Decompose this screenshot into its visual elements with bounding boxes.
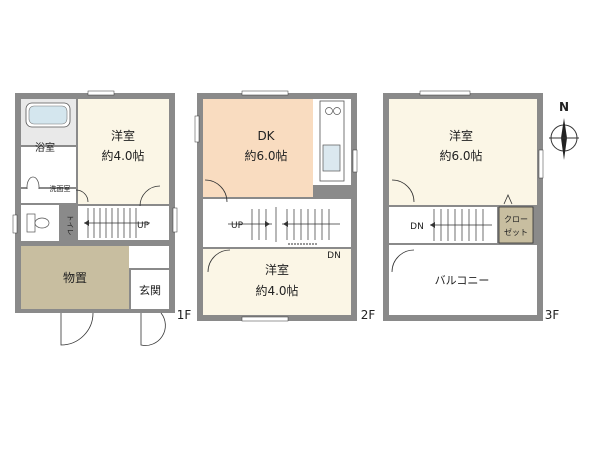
floor-1f-label: 1F xyxy=(177,308,192,322)
sink-icon xyxy=(322,144,341,172)
balcony-label: バルコニー xyxy=(435,274,490,287)
door-swing-icon xyxy=(60,312,94,346)
dk-name: DK xyxy=(257,129,275,143)
1f-western-room-size: 約4.0帖 xyxy=(101,148,144,163)
floor-2f xyxy=(194,90,358,322)
2f-stairs xyxy=(203,199,351,247)
bathroom-label: 浴室 xyxy=(35,141,55,154)
3f-western-room-size: 約6.0帖 xyxy=(439,148,482,163)
2f-western-room-name: 洋室 xyxy=(265,262,289,277)
closet-label-line2: ゼット xyxy=(504,227,528,237)
storage-room xyxy=(21,246,129,309)
floor-2f-label: 2F xyxy=(361,308,376,322)
3f-stairs-dn-label: DN xyxy=(410,222,424,232)
floor-3f-label: 3F xyxy=(545,308,560,322)
closet-label-line1: クロー xyxy=(504,215,528,224)
window-icon xyxy=(87,90,115,96)
3f-western-room-name: 洋室 xyxy=(449,128,473,143)
north-label: N xyxy=(559,100,569,114)
floor-1f xyxy=(12,90,178,346)
3f-western-room xyxy=(389,99,537,205)
entrance-door-icon xyxy=(140,312,166,346)
storage-label: 物置 xyxy=(63,271,87,285)
1f-stairs-up-label: UP xyxy=(137,221,150,231)
stairs-arrow-icon xyxy=(84,220,89,226)
toilet-label: トイレ xyxy=(66,215,74,236)
2f-western-room-size: 約4.0帖 xyxy=(255,283,298,298)
north-arrow-icon xyxy=(549,118,579,160)
entrance xyxy=(131,270,169,309)
2f-stairs-dn-label: DN xyxy=(327,251,341,261)
2f-western-room xyxy=(203,249,351,315)
2f-stairs-up-label: UP xyxy=(231,221,244,231)
balcony xyxy=(389,245,537,315)
closet xyxy=(498,206,534,244)
floor-3f xyxy=(383,90,544,321)
stove-icon xyxy=(325,107,333,115)
toilet-icon xyxy=(34,217,50,229)
dk-size: 約6.0帖 xyxy=(244,148,287,163)
1f-western-room-name: 洋室 xyxy=(111,128,135,143)
washroom-label: 洗面室 xyxy=(50,184,71,193)
entrance-label: 玄関 xyxy=(139,283,161,297)
dk-room xyxy=(203,99,313,197)
